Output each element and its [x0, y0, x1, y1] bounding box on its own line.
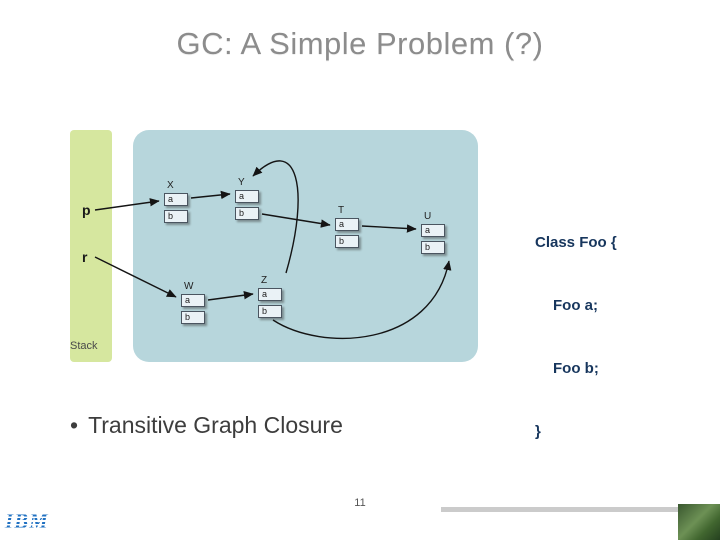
- node-X: X a b: [164, 180, 190, 227]
- bullet-item: • Transitive Graph Closure: [70, 412, 343, 439]
- code-line-2: Foo a;: [553, 297, 598, 314]
- node-Z-field-b: b: [258, 305, 282, 318]
- ibm-logo: IBM: [5, 509, 49, 533]
- node-T-label: T: [338, 205, 345, 216]
- node-X-field-a: a: [164, 193, 188, 206]
- node-X-label: X: [167, 180, 174, 191]
- code-line-4: }: [535, 423, 541, 440]
- node-U-field-b: b: [421, 241, 445, 254]
- node-T-field-a: a: [335, 218, 359, 231]
- node-Z-label: Z: [261, 275, 268, 286]
- node-W: W a b: [181, 281, 207, 328]
- node-U-label: U: [424, 211, 432, 222]
- class-foo-code: Class Foo { Foo a; Foo b; }: [535, 190, 617, 484]
- node-Z: Z a b: [258, 275, 284, 322]
- page-number: 11: [354, 497, 366, 509]
- node-T: T a b: [335, 205, 361, 252]
- node-X-field-b: b: [164, 210, 188, 223]
- node-Y-field-b: b: [235, 207, 259, 220]
- node-W-field-b: b: [181, 311, 205, 324]
- slide-title: GC: A Simple Problem (?): [176, 26, 544, 61]
- code-line-3: Foo b;: [553, 360, 599, 377]
- bullet-marker: •: [70, 412, 79, 438]
- node-U-field-a: a: [421, 224, 445, 237]
- node-Y-label: Y: [238, 177, 245, 188]
- code-line-1: Class Foo {: [535, 234, 617, 251]
- stack-caption: Stack: [70, 340, 98, 352]
- node-Y-field-a: a: [235, 190, 259, 203]
- node-W-label: W: [184, 281, 194, 292]
- node-U: U a b: [421, 211, 447, 258]
- corner-image-thumbnail: [678, 504, 720, 540]
- bullet-text: Transitive Graph Closure: [88, 412, 343, 438]
- stack-panel: [70, 130, 112, 362]
- stack-pointer-r: r: [82, 249, 88, 265]
- node-W-field-a: a: [181, 294, 205, 307]
- node-T-field-b: b: [335, 235, 359, 248]
- footer-divider-bar: [441, 507, 720, 512]
- node-Y: Y a b: [235, 177, 261, 224]
- stack-pointer-p: p: [82, 202, 91, 218]
- node-Z-field-a: a: [258, 288, 282, 301]
